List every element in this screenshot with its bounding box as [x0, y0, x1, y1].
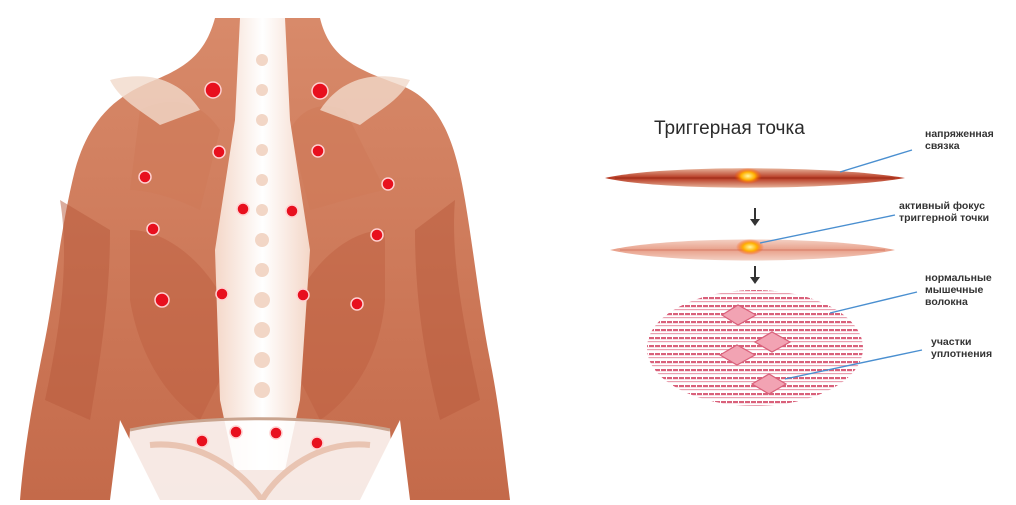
trigger-point: [297, 289, 309, 301]
trigger-point: [237, 203, 249, 215]
arrow-down-icon: [750, 266, 760, 284]
trigger-point: [286, 205, 298, 217]
trigger-point: [371, 229, 383, 241]
diagram-title: Триггерная точка: [654, 118, 805, 140]
human-back: [20, 18, 510, 500]
trigger-point: [205, 82, 221, 98]
trigger-point: [196, 435, 208, 447]
trigger-point: [155, 293, 169, 307]
trigger-point: [230, 426, 242, 438]
trigger-point: [270, 427, 282, 439]
trigger-point: [382, 178, 394, 190]
trigger-point: [213, 146, 225, 158]
trigger-point: [139, 171, 151, 183]
label-taut-band: напряженная связка: [925, 128, 994, 152]
trigger-point: [216, 288, 228, 300]
trigger-point: [311, 437, 323, 449]
trigger-point: [312, 145, 324, 157]
trigger-point-diagram: [605, 150, 922, 408]
label-active-focus: активный фокус триггерной точки: [899, 200, 989, 224]
trigger-point: [351, 298, 363, 310]
trigger-point: [147, 223, 159, 235]
muscle-fibers-oval: [645, 288, 865, 408]
label-contraction-knots: участки уплотнения: [931, 336, 992, 360]
label-normal-fibers: нормальные мышечные волокна: [925, 272, 992, 308]
arrow-down-icon: [750, 208, 760, 226]
trigger-point: [312, 83, 328, 99]
